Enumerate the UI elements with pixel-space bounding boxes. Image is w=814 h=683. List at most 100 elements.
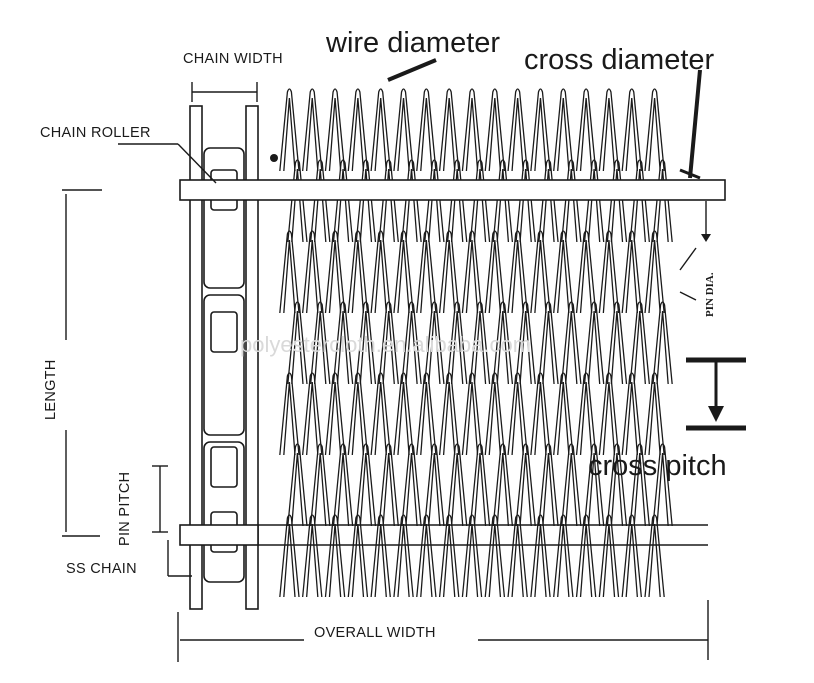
wire-spiral xyxy=(652,159,673,243)
wire-spiral xyxy=(370,88,391,172)
wire-start-dot xyxy=(270,154,278,162)
wire-spiral xyxy=(332,301,354,385)
wire-spiral xyxy=(553,88,574,172)
wire-spiral xyxy=(575,514,597,598)
wire-spiral xyxy=(461,372,483,456)
cross-pitch-label: cross pitch xyxy=(588,450,727,482)
pin-dia-label: PIN DIA. xyxy=(704,272,716,317)
wire-spiral xyxy=(401,159,422,243)
wire-spiral xyxy=(378,159,399,243)
wire-diameter-label: wire diameter xyxy=(325,27,500,59)
wire-spiral xyxy=(515,301,536,385)
wire-spiral xyxy=(621,88,642,172)
wire-spiral xyxy=(507,514,528,598)
wire-spiral xyxy=(606,301,628,385)
bottom-pin-stub xyxy=(179,524,259,546)
length-label: LENGTH xyxy=(43,359,59,420)
wire-spiral xyxy=(438,88,460,172)
wire-spiral xyxy=(347,230,369,314)
wire-spiral xyxy=(583,443,605,527)
wire-diameter-leader xyxy=(387,58,437,82)
wire-spiral xyxy=(446,443,468,527)
wire-spiral xyxy=(515,443,536,527)
cross-pitch-arrowhead xyxy=(708,406,724,422)
wire-spiral xyxy=(538,159,559,243)
wire-spiral xyxy=(416,88,437,172)
wire-spiral xyxy=(606,443,628,527)
wire-spiral xyxy=(279,514,300,598)
wire-spiral xyxy=(461,230,483,314)
wire-spiral xyxy=(347,88,369,172)
wire-spiral xyxy=(598,372,620,456)
wire-spiral xyxy=(438,514,460,598)
cross-diameter-leader xyxy=(688,69,702,179)
wire-spiral xyxy=(424,301,445,385)
wire-spiral xyxy=(393,88,414,172)
wire-spiral xyxy=(538,301,559,385)
wire-spiral xyxy=(309,443,331,527)
wire-spiral xyxy=(644,230,665,314)
wire-spiral xyxy=(575,372,597,456)
wire-spiral xyxy=(446,159,468,243)
dimension-lines xyxy=(62,82,709,662)
wire-spiral xyxy=(302,230,323,314)
wire-spiral xyxy=(484,88,506,172)
wire-spiral xyxy=(324,88,346,172)
wire-spiral xyxy=(621,372,642,456)
chain-width-label: CHAIN WIDTH xyxy=(183,51,283,67)
wire-spiral xyxy=(355,301,377,385)
wire-spiral xyxy=(561,443,582,527)
wire-spiral xyxy=(538,443,559,527)
wire-spiral xyxy=(652,443,673,527)
wire-spiral xyxy=(332,159,354,243)
wire-spiral xyxy=(393,514,414,598)
wire-spiral xyxy=(575,230,597,314)
wire-spiral xyxy=(507,372,528,456)
ss-chain-label: SS CHAIN xyxy=(66,561,137,577)
wire-spiral xyxy=(324,372,346,456)
wire-spiral xyxy=(492,301,514,385)
wire-spiral xyxy=(461,514,483,598)
wire-spiral xyxy=(401,443,422,527)
wire-spiral xyxy=(355,159,377,243)
wire-spiral xyxy=(393,372,414,456)
pin-dia-arrowhead xyxy=(701,234,711,242)
wire-spiral xyxy=(355,443,377,527)
wire-spiral xyxy=(370,230,391,314)
wire-spiral xyxy=(561,159,582,243)
wire-spiral xyxy=(598,230,620,314)
pin-pitch-label: PIN PITCH xyxy=(117,472,133,546)
wire-spiral xyxy=(370,372,391,456)
watermark: polyestercloth.en.alibaba.com xyxy=(240,332,531,357)
wire-spiral xyxy=(629,159,650,243)
chain-roller xyxy=(210,311,238,353)
wire-spiral xyxy=(629,301,650,385)
wire-spiral xyxy=(621,230,642,314)
wire-spiral xyxy=(324,230,346,314)
wire-spiral xyxy=(287,443,308,527)
wire-spiral xyxy=(606,159,628,243)
wire-spiral xyxy=(583,301,605,385)
wire-spiral xyxy=(507,230,528,314)
wire-spiral xyxy=(424,159,445,243)
wire-spiral xyxy=(416,230,437,314)
wire-spiral xyxy=(598,88,620,172)
wire-spiral xyxy=(644,372,665,456)
wire-spiral xyxy=(507,88,528,172)
wire-spiral xyxy=(347,514,369,598)
cross-diameter-tick xyxy=(679,168,701,180)
wire-spiral xyxy=(279,230,300,314)
wire-spiral xyxy=(484,372,506,456)
wire-spiral xyxy=(461,88,483,172)
wire-spiral xyxy=(393,230,414,314)
wire-spiral xyxy=(629,443,650,527)
wire-spiral xyxy=(279,88,300,172)
wire-spiral xyxy=(553,514,574,598)
wire-spiral xyxy=(370,514,391,598)
chain-outer-plate xyxy=(189,105,203,610)
wire-spiral xyxy=(446,301,468,385)
wire-spiral xyxy=(279,372,300,456)
wire-spiral xyxy=(492,443,514,527)
overall-width-label: OVERALL WIDTH xyxy=(314,625,436,641)
